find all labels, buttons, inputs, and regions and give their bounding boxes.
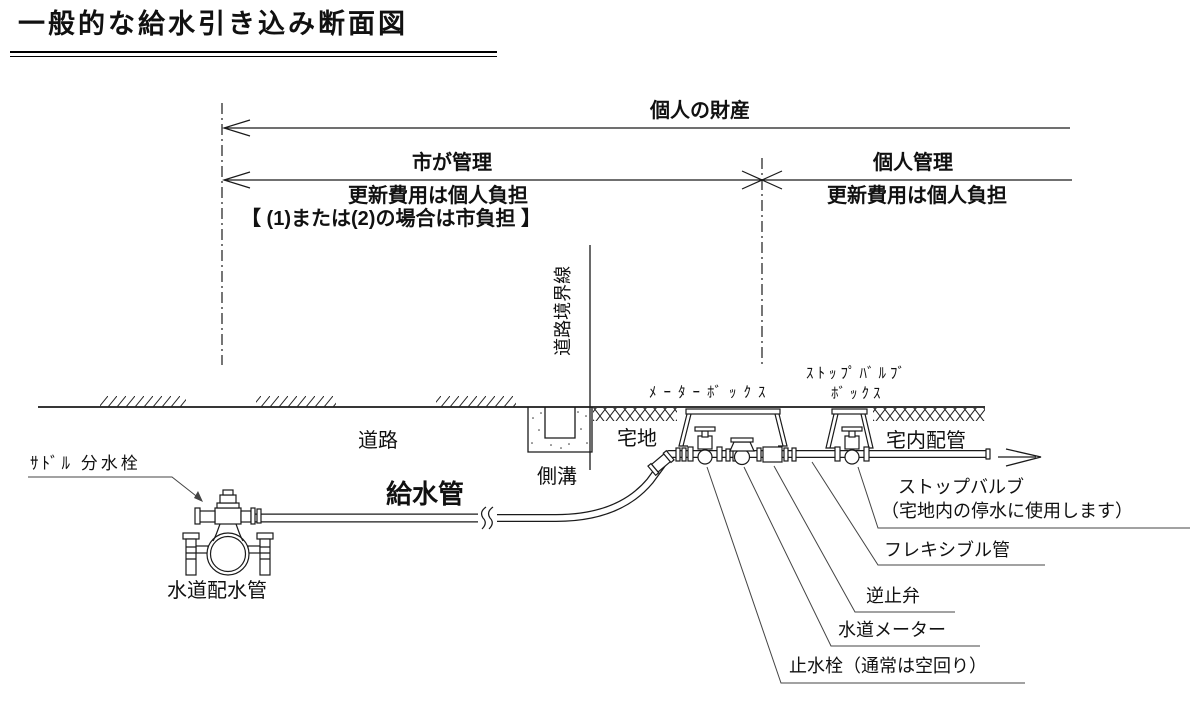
gutter-outline-inner (544, 407, 576, 439)
meter-box-right-leg (774, 413, 788, 447)
distribution-main-pipe (206, 532, 250, 576)
label-private-managed: 個人管理 (873, 152, 953, 174)
label-road: 道路 (358, 430, 398, 452)
gutter-outline-outer (527, 407, 593, 453)
label-stop-valve-note: （宅地内の停水に使用します） (881, 501, 1133, 521)
label-stop-valve-box-2: ﾎﾞｯｸｽ (831, 385, 885, 402)
clamp-bolt-left (182, 532, 200, 576)
lot-hatch (593, 408, 677, 421)
tap-left-outlet (198, 510, 216, 523)
label-personal-property: 個人の財産 (650, 100, 750, 122)
label-lot: 宅地 (617, 428, 657, 450)
dimension-cross-tick (741, 170, 783, 190)
road-hatch (256, 396, 336, 407)
coupling (725, 448, 731, 462)
clamp-bolt-right (256, 532, 274, 576)
meter-box-lid (685, 408, 781, 415)
leader-lines (28, 461, 1190, 684)
stop-valve-box-lid (831, 408, 868, 415)
service-components (647, 426, 870, 477)
tap-right-outlet (240, 510, 252, 523)
coupling (681, 447, 687, 462)
label-stop-valve-box-1: ｽﾄｯﾌﾟﾊﾞﾙﾌﾞ (806, 365, 910, 382)
label-indoor-piping: 宅内配管 (886, 430, 966, 452)
label-stop-valve: ストップバルブ (898, 477, 1024, 497)
road-hatch (436, 396, 516, 407)
curb-stop-valve (687, 426, 723, 465)
label-renewal-cost-left: 更新費用は個人負担 (348, 185, 528, 207)
stop-valve-box-right-leg (860, 413, 874, 449)
saddle-label-leader (28, 476, 201, 500)
flexible-pipe-leader (811, 461, 1045, 566)
label-renewal-cost-right: 更新費用は個人負担 (827, 185, 1007, 207)
road-hatch (100, 396, 186, 407)
coupling (250, 507, 256, 525)
meter-box-left-leg (678, 413, 692, 447)
label-distribution-main: 水道配水管 (167, 580, 267, 602)
pipes (252, 448, 991, 523)
flow-arrow (998, 448, 1042, 467)
stop-valve-body (834, 426, 870, 465)
page-title: 一般的な給水引き込み断面図 (18, 9, 408, 39)
coupling (256, 508, 262, 524)
water-meter-leader (743, 466, 980, 647)
gutter-concrete-dots (531, 411, 588, 449)
tap-cap (219, 494, 237, 504)
dimension-lines (221, 103, 1072, 365)
label-curb-stop: 止水栓（通常は空回り） (789, 656, 987, 676)
label-meter-box: ﾒｰﾀｰﾎﾞｯｸｽ (649, 384, 773, 401)
label-water-meter: 水道メーター (838, 620, 946, 640)
ground-structure (38, 245, 985, 470)
distribution-main-pipe-inner (209, 535, 247, 573)
label-renewal-exception: 【 (1)または(2)の場合は市負担 】 (241, 208, 541, 230)
label-check-valve: 逆止弁 (866, 586, 920, 606)
tap-cap-top (222, 489, 234, 496)
clamp-band-right (247, 545, 261, 554)
stop-valve-box-left-leg (825, 413, 839, 449)
arrowhead-left-bottom (221, 171, 251, 189)
elbow-fitting (647, 449, 675, 477)
arrowhead-left-top (221, 119, 251, 137)
label-city-managed: 市が管理 (412, 152, 492, 174)
box-structures (678, 408, 874, 449)
label-service-pipe: 給水管 (386, 479, 465, 509)
check-valve-leader (773, 465, 955, 613)
coupling (675, 447, 681, 462)
tap-left-cap (194, 507, 201, 525)
label-gutter: 側溝 (537, 466, 577, 488)
lot-hatch (873, 408, 985, 421)
clamp-band-left (195, 545, 209, 554)
label-road-boundary: 道路境界線 (553, 265, 574, 356)
saddle-tap-assembly (182, 489, 274, 576)
tap-body (214, 507, 242, 525)
title-underline (10, 51, 497, 57)
stop-valve-leader (857, 466, 1190, 529)
saddle-yoke (212, 523, 244, 542)
label-saddle-tap: ｻﾄﾞﾙ 分水栓 (30, 454, 141, 473)
label-flexible-pipe: フレキシブル管 (884, 540, 1010, 560)
pipe-break-symbol (479, 506, 495, 530)
service-pipe-riser-core (497, 451, 988, 521)
saddle-leader-arrowhead (194, 491, 203, 502)
tap-flange (216, 502, 240, 509)
check-valve-body (756, 446, 797, 463)
curb-stop-leader (706, 466, 1025, 684)
water-meter-body (729, 437, 755, 466)
pipe-end-cap (985, 448, 991, 460)
